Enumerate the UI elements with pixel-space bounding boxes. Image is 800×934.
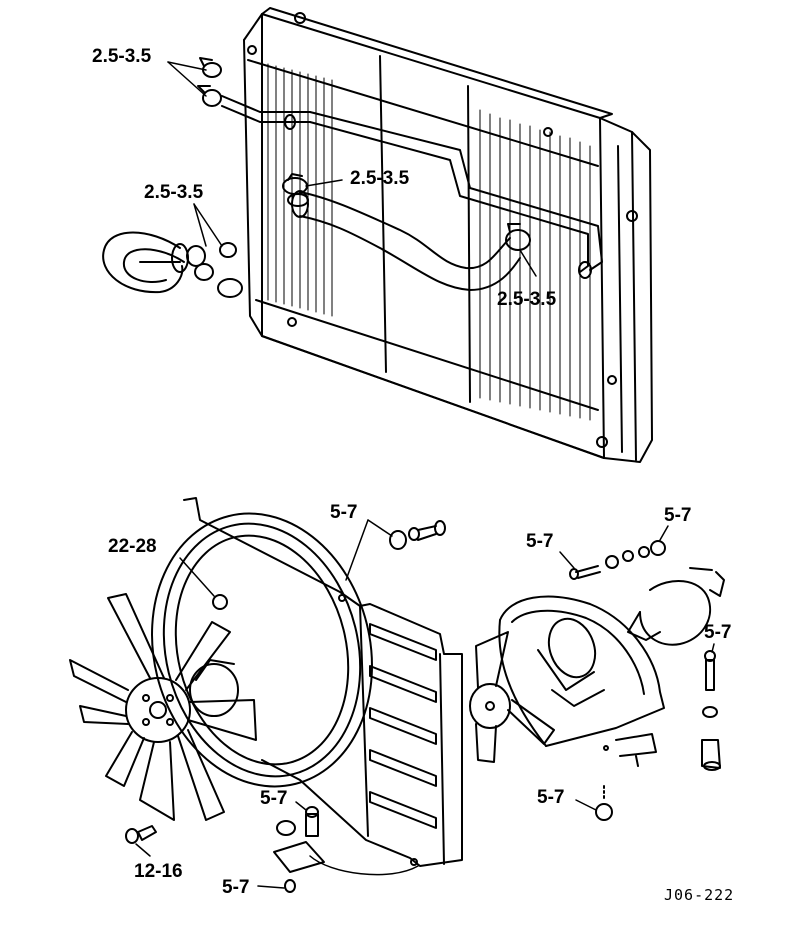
torque-label-fan-bolt: 12-16 (134, 861, 183, 882)
auxiliary-fan-assembly (469, 567, 725, 767)
lower-leader-lines (135, 519, 715, 889)
torque-label-shroud-upper-bolt: 5-7 (330, 502, 358, 523)
engine-fan (69, 593, 257, 821)
torque-label-fan-nut: 22-28 (108, 536, 157, 557)
torque-label-shroud-lower-bolt: 5-7 (260, 788, 288, 809)
torque-label-upper-hose-clamps: 2.5-3.5 (92, 46, 152, 67)
fan-shroud (151, 497, 463, 867)
torque-label-radiator-outlet-clamp: 2.5-3.5 (350, 168, 410, 189)
torque-label-lower-hose-clamps: 2.5-3.5 (144, 182, 204, 203)
figure-code: J06-222 (664, 886, 735, 904)
lower-hose (102, 231, 189, 294)
torque-label-shroud-lower-nut: 5-7 (222, 877, 250, 898)
torque-label-motor-mount-bolt: 5-7 (704, 622, 732, 643)
radiator (243, 7, 653, 463)
main-radiator-hose (291, 190, 521, 291)
torque-label-fan-motor-bolt-right: 5-7 (664, 505, 692, 526)
torque-label-motor-lower-nut: 5-7 (537, 787, 565, 808)
upper-bypass-hose (221, 95, 603, 279)
hose-clamps (186, 57, 531, 298)
upper-leader-lines (167, 61, 537, 277)
fasteners (125, 520, 721, 893)
torque-label-fan-motor-bolt-left: 5-7 (526, 531, 554, 552)
torque-label-radiator-inlet-clamp: 2.5-3.5 (497, 289, 557, 310)
